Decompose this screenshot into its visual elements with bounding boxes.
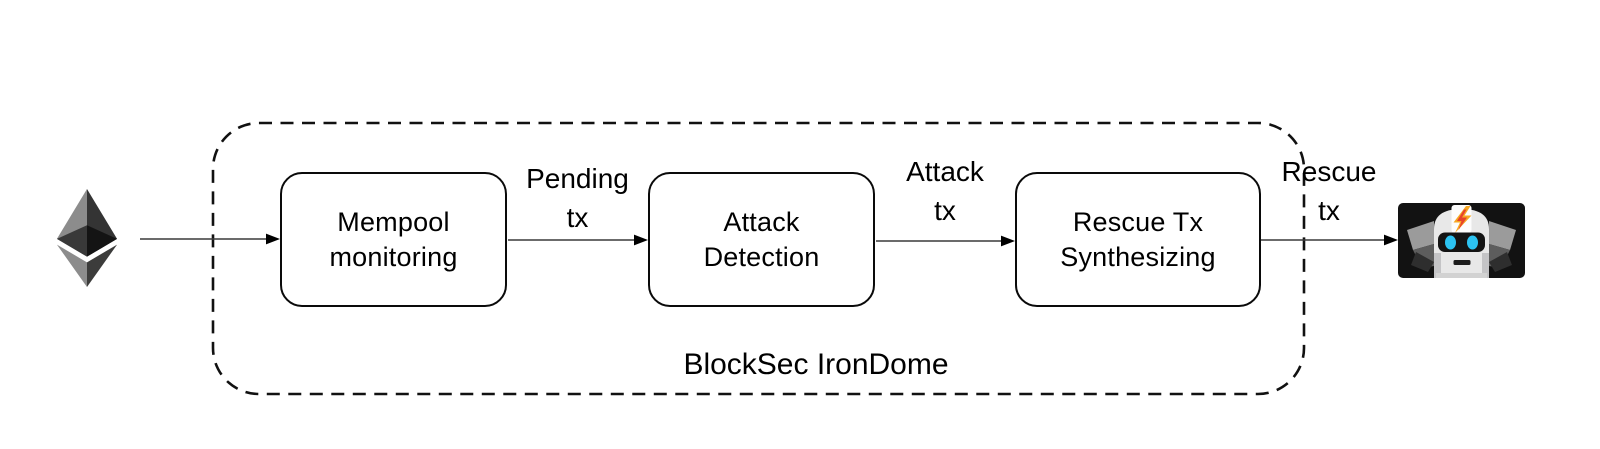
node-attack-detection: Attack Detection [648, 172, 875, 307]
irondome-container-label: BlockSec IronDome [683, 348, 949, 381]
node-rescue-tx-synthesizing-label: Rescue Tx Synthesizing [1060, 206, 1216, 272]
edge-label-attack-tx: Attack tx [906, 156, 984, 226]
robot-right-eye [1467, 235, 1478, 250]
node-attack-detection-label: Attack Detection [703, 206, 820, 272]
arrow-pending-tx [508, 234, 648, 246]
ethereum-logo-icon [56, 189, 118, 287]
robot-left-eye [1445, 235, 1456, 250]
node-rescue-tx-synthesizing: Rescue Tx Synthesizing [1015, 172, 1261, 307]
node-mempool-monitoring-label: Mempool monitoring [329, 206, 458, 272]
arrow-rescue-tx [1261, 234, 1398, 246]
node-mempool-monitoring: Mempool monitoring [280, 172, 507, 307]
irondome-dashed-boundary [211, 121, 1306, 396]
robot-icon [1398, 203, 1525, 278]
arrow-attack-tx [876, 235, 1015, 247]
edge-label-pending-tx: Pending tx [526, 163, 629, 233]
robot-right-ear [1489, 221, 1516, 272]
edge-label-rescue-tx: Rescue tx [1281, 156, 1377, 226]
robot-left-ear [1407, 221, 1434, 272]
arrow-ethereum-to-mempool [140, 233, 280, 245]
